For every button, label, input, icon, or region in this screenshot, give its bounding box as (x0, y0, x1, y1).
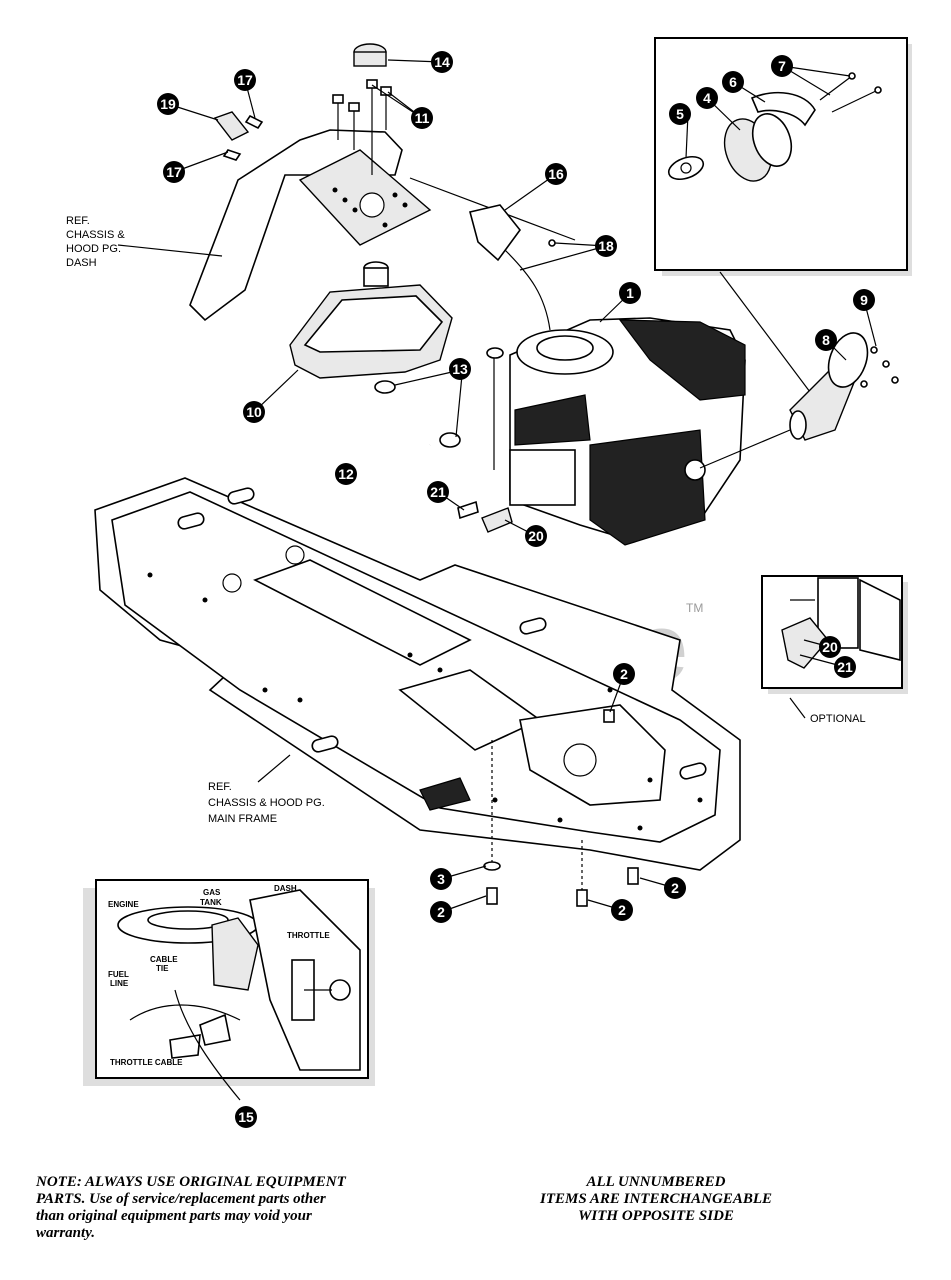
callout-1: 1 (619, 282, 641, 304)
interchangeable-note: ALL UNNUMBERED ITEMS ARE INTERCHANGEABLE… (496, 1174, 816, 1225)
svg-text:21: 21 (837, 659, 853, 675)
interchangeable-note-line: ALL UNNUMBERED (586, 1174, 726, 1190)
svg-text:20: 20 (822, 639, 838, 655)
callout-20: 20 (819, 636, 841, 658)
svg-text:10: 10 (246, 404, 262, 420)
inset-throttle-label: THROTTLE (287, 931, 330, 940)
warranty-note-line: PARTS. Use of service/replacement parts … (36, 1191, 326, 1207)
svg-text:6: 6 (729, 74, 737, 90)
inset-dash-label: DASH (274, 884, 297, 893)
svg-text:18: 18 (598, 238, 614, 254)
svg-text:21: 21 (430, 484, 446, 500)
inset-gas-label-2: TANK (200, 898, 222, 907)
warranty-note-line: NOTE: ALWAYS USE ORIGINAL EQUIPMENT (36, 1174, 346, 1190)
svg-text:15: 15 (238, 1109, 254, 1125)
inset-gas-label-1: GAS (203, 888, 221, 897)
callout-10: 10 (243, 401, 265, 423)
callout-7: 7 (771, 55, 793, 77)
dash-ref-label-2: CHASSIS & (66, 229, 125, 241)
frame-ref-label-2: CHASSIS & HOOD PG. (208, 797, 325, 809)
callout-5: 5 (669, 103, 691, 125)
svg-text:11: 11 (415, 110, 430, 126)
svg-text:17: 17 (237, 72, 253, 88)
dash-panel (189, 43, 432, 322)
callout-8: 8 (815, 329, 837, 351)
screw (819, 75, 853, 101)
svg-text:16: 16 (548, 166, 564, 182)
svg-text:19: 19 (160, 96, 176, 112)
gas-tank (289, 261, 453, 379)
inset-fuel-label-2: LINE (110, 979, 129, 988)
callout-21: 21 (427, 481, 449, 503)
callout-21: 21 (834, 656, 856, 678)
muffler-inset (654, 37, 912, 276)
callout-12: 12 (335, 463, 357, 485)
svg-text:2: 2 (437, 904, 445, 920)
callout-2: 2 (664, 877, 686, 899)
choke-knob (213, 111, 250, 141)
engine (486, 317, 746, 546)
inset-engine-label: ENGINE (108, 900, 139, 909)
callout-6: 6 (722, 71, 744, 93)
bolts (332, 79, 392, 175)
svg-text:14: 14 (434, 54, 450, 70)
warranty-note-line: than original equipment parts may void y… (36, 1208, 312, 1224)
svg-text:1: 1 (626, 285, 634, 301)
inset-cable-label-1: CABLE (150, 955, 178, 964)
interchangeable-note-line: ITEMS ARE INTERCHANGEABLE (539, 1191, 772, 1207)
callout-17: 17 (234, 69, 256, 91)
callout-13: 13 (449, 358, 471, 380)
inset-fuel-label-1: FUEL (108, 970, 129, 979)
fuel-filter (481, 507, 513, 533)
frame-ref-label-3: MAIN FRAME (208, 813, 277, 825)
inset-cable-label-2: TIE (156, 964, 169, 973)
dash-ref-label-1: REF. (66, 215, 90, 227)
callout-2: 2 (430, 901, 452, 923)
callout-19: 19 (157, 93, 179, 115)
callout-15: 15 (235, 1106, 257, 1128)
dash-ref-label-4: DASH (66, 257, 97, 269)
svg-text:5: 5 (676, 106, 684, 122)
frame-ref-label-1: REF. (208, 781, 232, 793)
callout-17: 17 (163, 161, 185, 183)
svg-text:2: 2 (618, 902, 626, 918)
main-frame (94, 477, 741, 871)
callout-4: 4 (696, 87, 718, 109)
callout-9: 9 (853, 289, 875, 311)
throttle-inset (83, 879, 375, 1101)
warranty-note-line: warranty. (36, 1225, 96, 1241)
svg-text:4: 4 (703, 90, 711, 106)
svg-text:3: 3 (437, 871, 445, 887)
optional-label: OPTIONAL (810, 713, 866, 725)
throttle-bracket (469, 204, 522, 262)
svg-text:12: 12 (338, 466, 354, 482)
warranty-note: NOTE: ALWAYS USE ORIGINAL EQUIPMENT PART… (36, 1174, 456, 1242)
callout-18: 18 (595, 235, 617, 257)
svg-text:2: 2 (620, 666, 628, 682)
inset-throttle-cable-label: THROTTLE CABLE (110, 1058, 183, 1067)
svg-text:13: 13 (452, 361, 468, 377)
callout-14: 14 (431, 51, 453, 73)
optional-inset (761, 575, 908, 694)
callout-2: 2 (611, 899, 633, 921)
watermark-tm: TM (686, 601, 703, 615)
callout-20: 20 (525, 525, 547, 547)
dash-ref-label-3: HOOD PG. (66, 243, 121, 255)
muffler (789, 332, 899, 441)
svg-text:17: 17 (166, 164, 182, 180)
callout-3: 3 (430, 868, 452, 890)
svg-text:9: 9 (860, 292, 868, 308)
heat-shield (750, 91, 816, 127)
callout-16: 16 (545, 163, 567, 185)
svg-text:20: 20 (528, 528, 544, 544)
callout-2: 2 (613, 663, 635, 685)
svg-text:2: 2 (671, 880, 679, 896)
svg-text:7: 7 (778, 58, 786, 74)
svg-text:8: 8 (822, 332, 830, 348)
interchangeable-note-line: WITH OPPOSITE SIDE (578, 1208, 734, 1224)
callout-11: 11 (411, 107, 433, 129)
